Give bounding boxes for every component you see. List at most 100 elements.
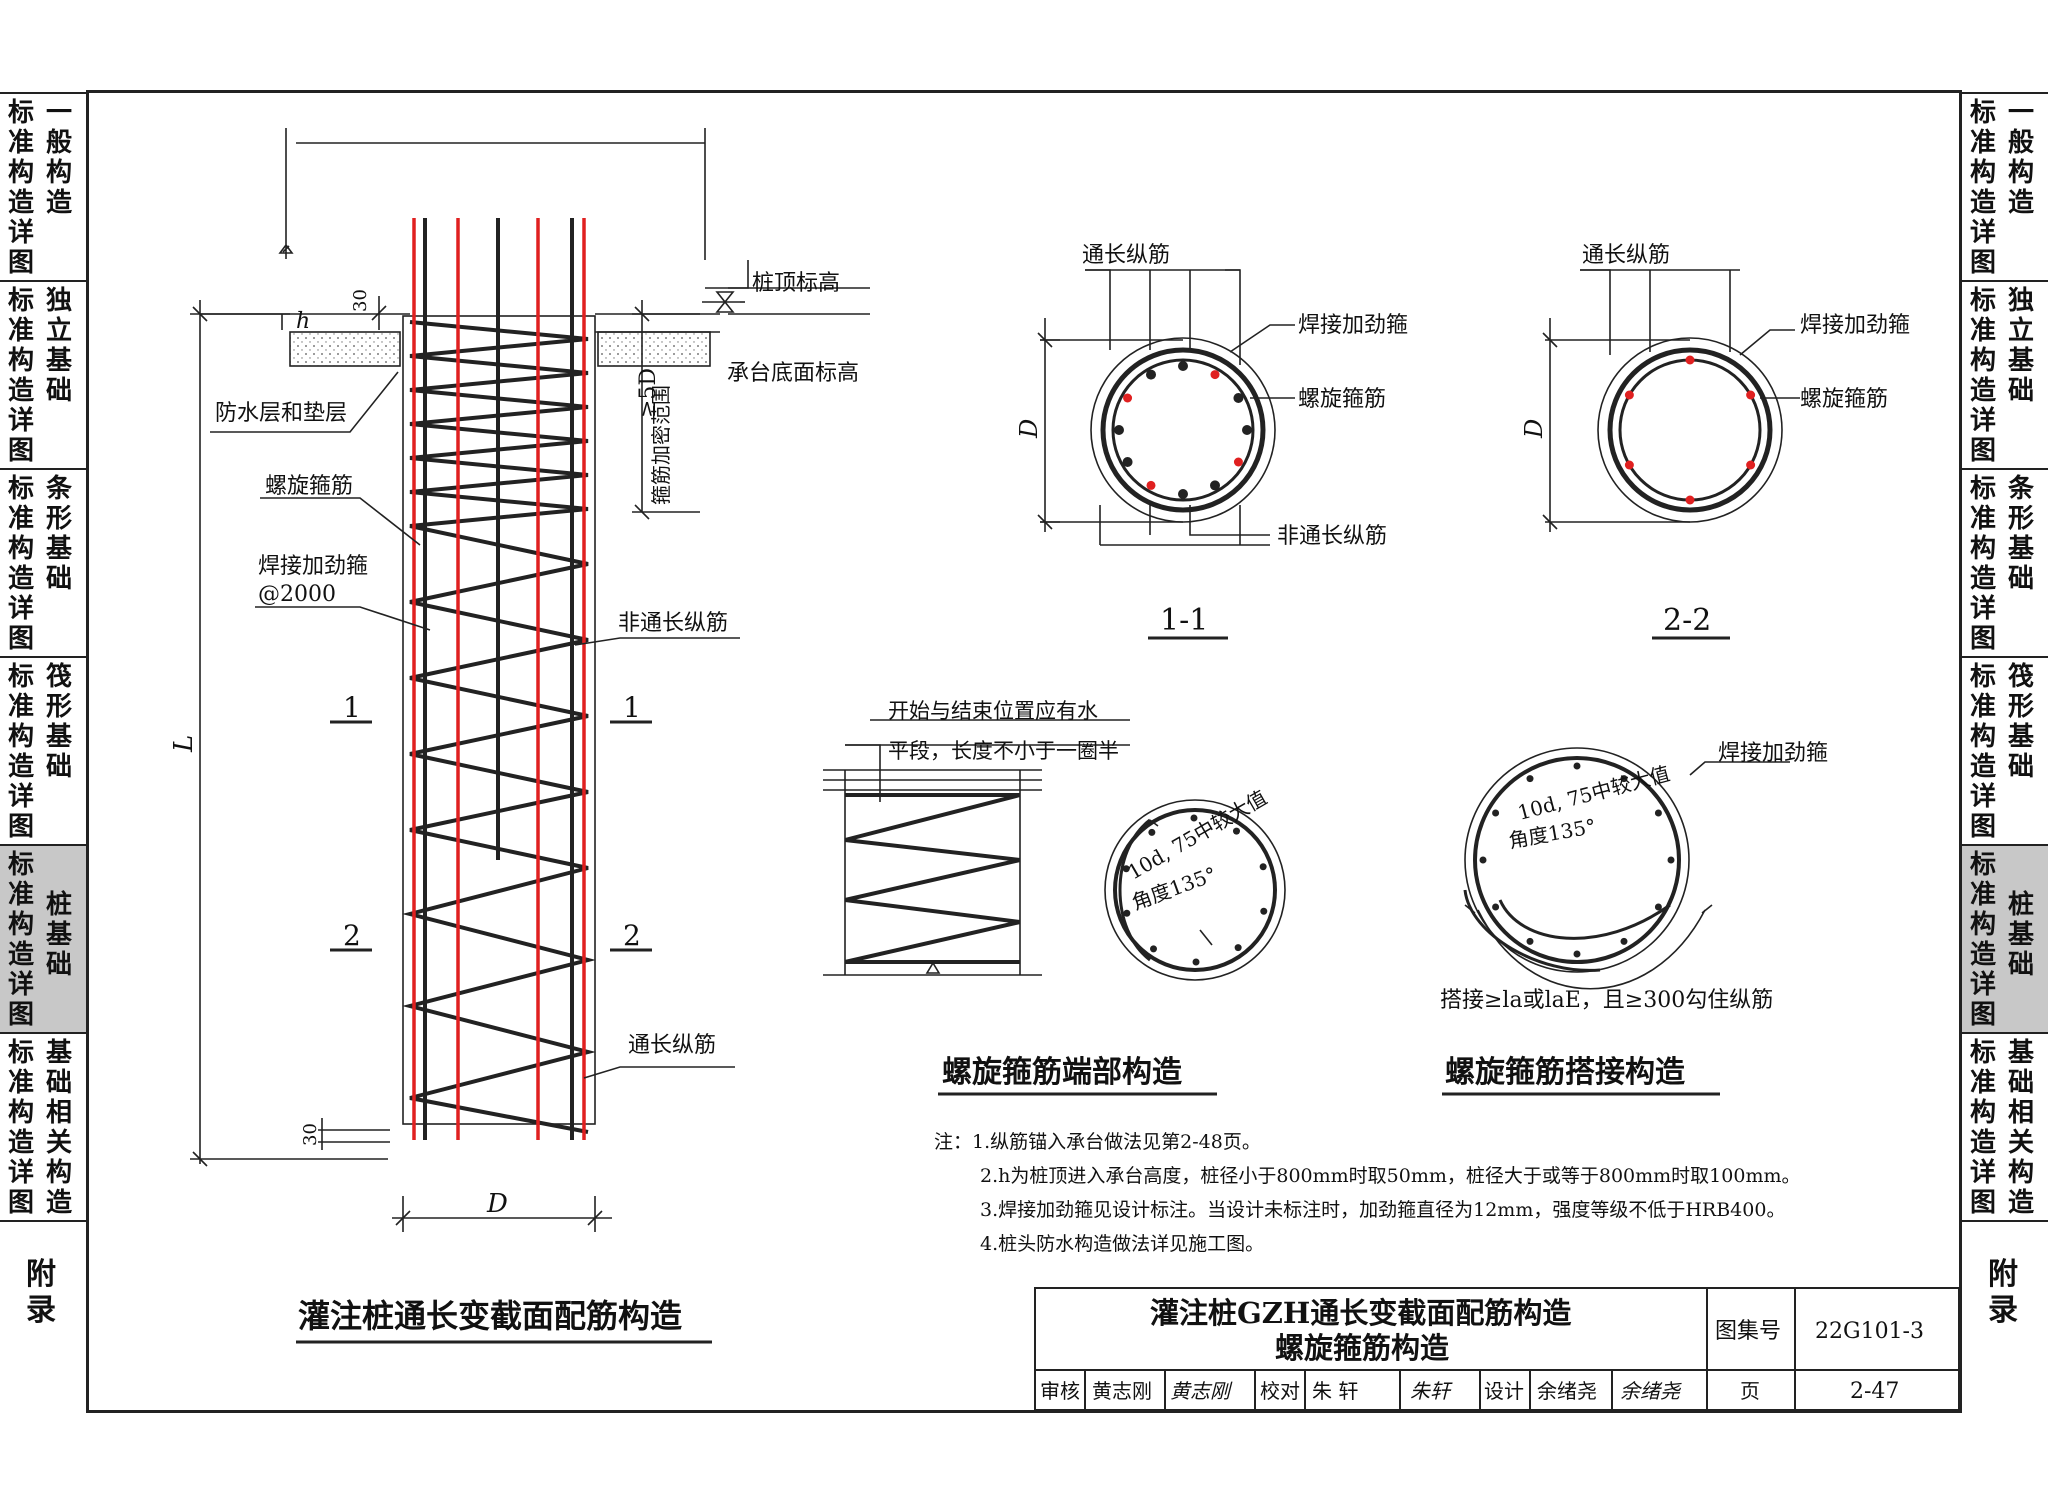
tab-label-standard: 标准构造详图 <box>7 850 34 1030</box>
elevation-marker <box>715 291 735 313</box>
tab-label-topic: 基础相关构造 <box>45 1038 72 1218</box>
atlas-number: 22G101-3 <box>1815 1319 1924 1344</box>
dim-h: h <box>296 309 310 334</box>
section-mark-1-left: 1 <box>343 691 361 724</box>
label-non-full-bar: 非通长纵筋 <box>618 611 728 636</box>
label-weld-hoop: 焊接加劲箍 <box>1800 313 1910 338</box>
pile-elevation <box>190 128 870 1232</box>
spiral-lap-bars <box>1479 762 1675 958</box>
side-tab-general[interactable]: 标准构造详图 一般构造 <box>0 94 86 282</box>
tab-label-standard: 标准构造详图 <box>7 662 34 842</box>
tab-label-standard: 标准构造详图 <box>7 98 34 278</box>
rebar-dot <box>1114 425 1124 435</box>
label-weld-hoop: 焊接加劲箍 <box>1298 313 1408 338</box>
label-spiral-stirrup: 螺旋箍筋 <box>1298 387 1386 412</box>
rebar-dot <box>1667 856 1675 864</box>
side-tab-pile-foundation[interactable]: 标准构造详图 桩基础 <box>1962 846 2048 1034</box>
tab-label-standard: 标准构造详图 <box>1969 850 1996 1030</box>
tab-label-standard: 标准构造详图 <box>1969 474 1996 654</box>
rebar-dot <box>1233 393 1244 403</box>
label-full-bar: 通长纵筋 <box>1082 243 1170 268</box>
section-1-1 <box>1037 269 1295 546</box>
tab-label-topic: 一般构造 <box>45 98 72 218</box>
weld-point <box>1210 370 1220 380</box>
side-tab-strip-foundation[interactable]: 标准构造详图 条形基础 <box>0 470 86 658</box>
notes: 注：1.纵筋锚入承台做法见第2-48页。 2.h为桩顶进入承台高度，桩径小于80… <box>934 1131 1800 1255</box>
label-lap-note: 搭接≥la或laE，且≥300勾住纵筋 <box>1440 988 1773 1013</box>
section-title-1-1: 1-1 <box>1160 603 1208 638</box>
tab-label-topic: 独立基础 <box>2007 286 2034 406</box>
rebar-dot <box>1192 958 1200 966</box>
tab-label-standard: 标准构造详图 <box>7 474 34 654</box>
tab-label-appendix: 附录 <box>26 1257 56 1328</box>
title-main-elevation: 灌注桩通长变截面配筋构造 <box>298 1297 682 1335</box>
weld-hoop-ring <box>1111 358 1255 502</box>
side-tab-isolated-foundation[interactable]: 标准构造详图 独立基础 <box>1962 282 2048 470</box>
rebar-dot <box>1148 828 1156 836</box>
label-end-note-2: 平段，长度不小于一圈半 <box>888 739 1119 763</box>
label-non-full-bar: 非通长纵筋 <box>1277 524 1387 549</box>
rebar-dot <box>1526 937 1534 945</box>
label-spiral-stirrup: 螺旋箍筋 <box>1800 387 1888 412</box>
label-full-bar: 通长纵筋 <box>1582 243 1670 268</box>
rebar-dot <box>1190 814 1198 822</box>
rebar-dot <box>1178 489 1188 499</box>
weld-hoop-ring <box>1618 358 1762 502</box>
review-label: 审核 <box>1040 1379 1080 1403</box>
rebar-dot <box>1146 369 1156 380</box>
side-tab-related-details[interactable]: 标准构造详图 基础相关构造 <box>1962 1034 2048 1222</box>
dim-30-top: 30 <box>350 289 371 312</box>
note-3: 3.焊接加劲箍见设计标注。当设计未标注时，加劲箍直径为12mm，强度等级不低于H… <box>980 1199 1785 1221</box>
dim-30-bottom: 30 <box>300 1123 321 1146</box>
side-tab-general[interactable]: 标准构造详图 一般构造 <box>1962 94 2048 282</box>
label-cap-bottom-elev: 承台底面标高 <box>727 361 859 386</box>
title-spiral-end: 螺旋箍筋端部构造 <box>942 1055 1182 1090</box>
tab-label-standard: 标准构造详图 <box>7 1038 34 1218</box>
rebar-dot <box>1242 425 1252 435</box>
dim-D: D <box>1520 419 1548 439</box>
weld-point <box>1746 460 1756 470</box>
label-pile-top-elev: 桩顶标高 <box>752 271 840 296</box>
tab-label-topic: 基础相关构造 <box>2007 1038 2034 1218</box>
spiral-stirrup-ring <box>1100 347 1266 513</box>
section-1-1-bars <box>1114 361 1252 499</box>
tab-label-topic: 一般构造 <box>2007 98 2034 218</box>
tab-label-topic: 条形基础 <box>45 474 72 594</box>
side-tab-raft-foundation[interactable]: 标准构造详图 筏形基础 <box>1962 658 2048 846</box>
note-1: 注：1.纵筋锚入承台做法见第2-48页。 <box>934 1131 1261 1153</box>
rebar-dot <box>1122 865 1130 873</box>
left-tab-strip: 标准构造详图 一般构造 标准构造详图 独立基础 标准构造详图 条形基础 标准构造… <box>0 92 86 1415</box>
side-tab-related-details[interactable]: 标准构造详图 基础相关构造 <box>0 1034 86 1222</box>
rebar-dot <box>1234 944 1242 952</box>
rebar-dot <box>1620 937 1628 945</box>
rebar-dot <box>1122 457 1133 467</box>
title-block-title-2: 螺旋箍筋构造 <box>1275 1331 1449 1365</box>
dim-D: D <box>1015 419 1043 439</box>
side-tab-raft-foundation[interactable]: 标准构造详图 筏形基础 <box>0 658 86 846</box>
spiral-stirrup <box>402 320 596 1134</box>
rebar-dot <box>1526 775 1534 783</box>
tab-label-appendix: 附录 <box>1988 1257 2018 1328</box>
drawing-frame <box>86 90 1962 1413</box>
pile-circle <box>1597 337 1783 523</box>
label-weld-hoop-spacing: @2000 <box>258 582 336 607</box>
side-tab-appendix[interactable]: 附录 <box>0 1222 86 1415</box>
rebar-dot <box>1620 775 1628 783</box>
dim-D: D <box>486 1189 508 1219</box>
side-tab-strip-foundation[interactable]: 标准构造详图 条形基础 <box>1962 470 2048 658</box>
title-block-title-1: 灌注桩GZH通长变截面配筋构造 <box>1150 1296 1571 1330</box>
rebar-dot <box>1492 903 1500 911</box>
side-tab-pile-foundation[interactable]: 标准构造详图 桩基础 <box>0 846 86 1034</box>
waterproof-layer-right <box>597 331 711 367</box>
note-2: 2.h为桩顶进入承台高度，桩径小于800mm时取50mm，桩径大于或等于800m… <box>980 1165 1800 1187</box>
side-tab-isolated-foundation[interactable]: 标准构造详图 独立基础 <box>0 282 86 470</box>
spiral-profile <box>844 793 1021 964</box>
design-label: 设计 <box>1484 1379 1524 1403</box>
label-full-bar: 通长纵筋 <box>628 1033 716 1058</box>
break-line-left <box>278 128 294 254</box>
weld-point <box>1146 480 1156 490</box>
checker-signature: 朱轩 <box>1410 1379 1453 1403</box>
side-tab-appendix[interactable]: 附录 <box>1962 1222 2048 1415</box>
page-number: 2-47 <box>1850 1379 1899 1404</box>
